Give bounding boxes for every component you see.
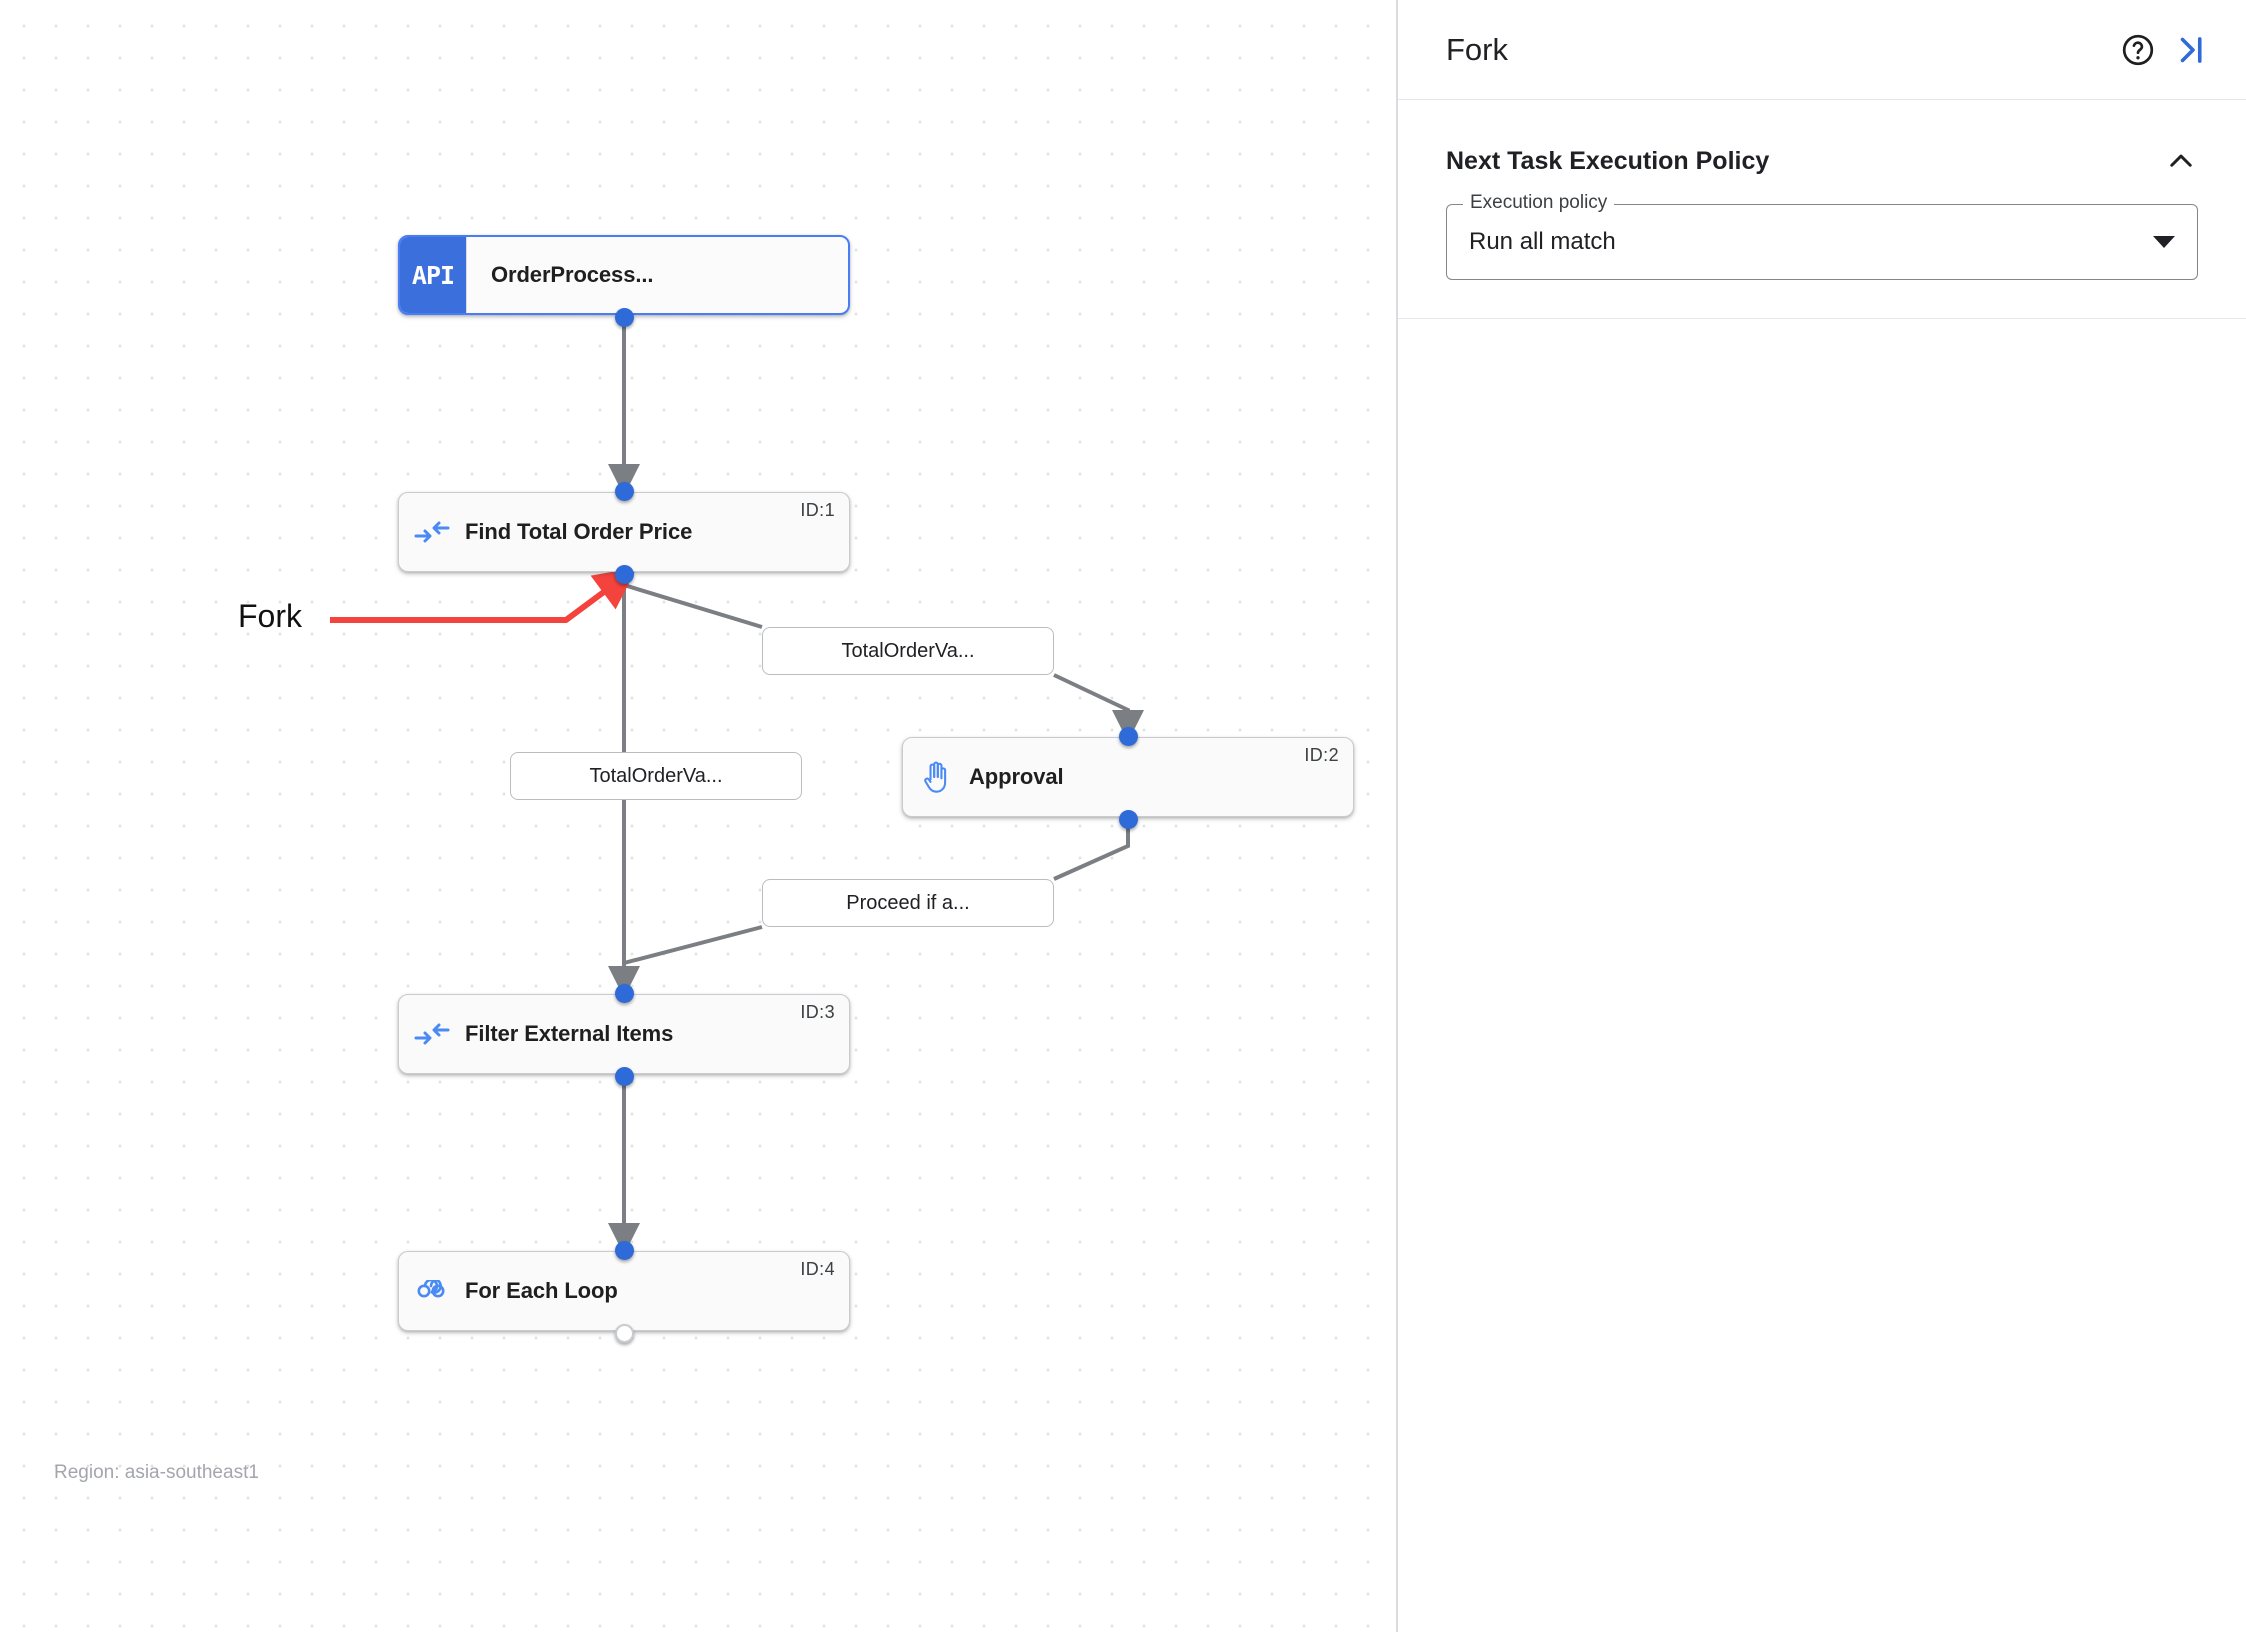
node-title: OrderProcess... (491, 262, 654, 287)
node-filter-external-items[interactable]: Filter External Items ID:3 (398, 994, 850, 1074)
edge-approval-to-filter-out (623, 925, 763, 965)
node-trigger-orderprocess[interactable]: API OrderProcess... (398, 235, 850, 315)
workflow-canvas[interactable]: Fork API OrderProcess... (0, 0, 1397, 1632)
node-id-badge: ID:4 (800, 1259, 835, 1279)
node-id-badge: ID:3 (800, 1002, 835, 1022)
chevron-up-icon[interactable] (2164, 144, 2198, 178)
annotation-arrow (330, 567, 637, 623)
node-for-each-loop[interactable]: For Each Loop ID:4 (398, 1251, 850, 1331)
handle-task3-target[interactable] (615, 984, 634, 1003)
edge-fork-to-approval-out (1053, 673, 1144, 742)
api-badge-label: API (411, 260, 455, 290)
node-title: Find Total Order Price (465, 519, 693, 544)
handle-trigger-source[interactable] (615, 308, 634, 327)
section-header[interactable]: Next Task Execution Policy (1446, 100, 2198, 204)
region-label: Region: asia-southeast1 (54, 1462, 259, 1483)
node-title: Approval (969, 764, 1064, 789)
node-title: Filter External Items (465, 1021, 674, 1046)
annotation-label: Fork (238, 598, 302, 634)
merge-arrows-icon (399, 520, 465, 544)
edge-fork-to-approval-in (622, 578, 763, 629)
node-title: For Each Loop (465, 1278, 618, 1303)
handle-approval-target[interactable] (1119, 727, 1138, 746)
infinity-icon (399, 1280, 465, 1302)
section-title: Next Task Execution Policy (1446, 146, 1770, 175)
execution-policy-select[interactable]: Execution policy Run all match (1446, 192, 2198, 280)
panel-header: Fork (1398, 0, 2246, 100)
caret-down-icon[interactable] (2153, 236, 2175, 248)
handle-task4-target[interactable] (615, 1241, 634, 1260)
edge-approval-to-filter-in (1053, 826, 1130, 881)
node-approval[interactable]: Approval ID:2 (902, 737, 1354, 817)
divider (466, 237, 467, 313)
properties-panel: Fork Next Task Execution Policy (1398, 0, 2246, 1632)
raised-hand-icon (903, 760, 969, 794)
handle-task1-source-fork[interactable] (615, 565, 634, 584)
handle-task1-target[interactable] (615, 482, 634, 501)
handle-task3-source[interactable] (615, 1067, 634, 1086)
execution-policy-label: Execution policy (1463, 192, 1615, 214)
merge-arrows-icon (399, 1022, 465, 1046)
api-badge-icon: API (400, 237, 466, 313)
node-find-total-order-price[interactable]: Find Total Order Price ID:1 (398, 492, 850, 572)
edge-label-fork-to-approval[interactable]: TotalOrderVa... (762, 627, 1054, 675)
help-circle-icon[interactable] (2112, 24, 2164, 76)
node-id-badge: ID:2 (1304, 745, 1339, 765)
edge-label-fork-to-filter[interactable]: TotalOrderVa... (510, 752, 802, 800)
execution-policy-value: Run all match (1469, 228, 1616, 255)
edge-label-approval-to-filter[interactable]: Proceed if a... (762, 879, 1054, 927)
node-id-badge: ID:1 (800, 500, 835, 520)
handle-task4-source[interactable] (615, 1324, 634, 1343)
next-task-execution-policy-section: Next Task Execution Policy Execution pol… (1398, 100, 2246, 319)
panel-title: Fork (1446, 31, 1508, 67)
collapse-panel-right-icon[interactable] (2164, 24, 2216, 76)
handle-approval-source[interactable] (1119, 810, 1138, 829)
canvas-panel-divider (1396, 0, 1398, 1632)
